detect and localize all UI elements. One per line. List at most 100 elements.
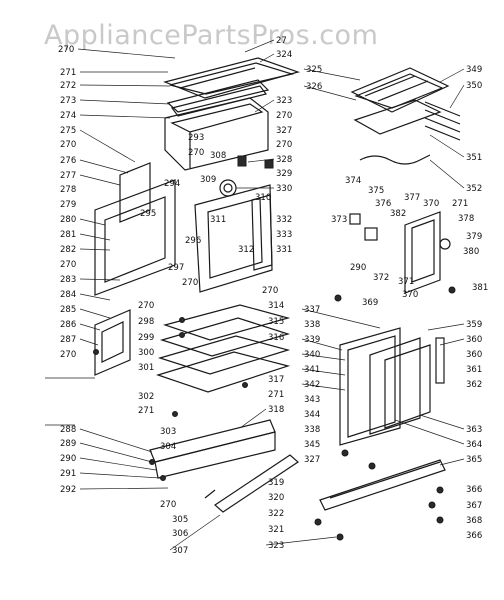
- part-label-l270c: 270: [60, 260, 76, 270]
- part-label-l329: 329: [276, 169, 292, 179]
- part-number-labels: 2702712722732742752702762772782792802812…: [58, 36, 488, 556]
- part-label-l314: 314: [268, 301, 284, 311]
- part-label-l270d: 270: [60, 350, 76, 360]
- part-label-l290a: 290: [60, 454, 76, 464]
- oven-door-frame: [194, 184, 273, 293]
- part-label-l270j: 270: [138, 301, 154, 311]
- part-label-l351: 351: [466, 153, 482, 163]
- part-label-l363: 363: [466, 425, 482, 435]
- part-label-l337: 337: [304, 305, 320, 315]
- part-label-l297: 297: [168, 263, 184, 273]
- part-label-l380: 380: [463, 247, 479, 257]
- part-label-l366b: 366: [466, 531, 482, 541]
- door-hinge-bracket: [319, 459, 446, 511]
- part-label-l349: 349: [466, 65, 482, 75]
- part-label-l369: 369: [362, 298, 378, 308]
- broiler-pan: [156, 304, 291, 393]
- part-label-l372: 372: [373, 273, 389, 283]
- control-panel-assembly: [349, 211, 451, 294]
- part-label-l289: 289: [60, 439, 76, 449]
- part-label-l360b: 360: [466, 350, 482, 360]
- part-label-l345: 345: [304, 440, 320, 450]
- part-label-l302: 302: [138, 392, 154, 402]
- part-label-l317: 317: [268, 375, 284, 385]
- part-label-l360a: 360: [466, 335, 482, 345]
- part-label-l285: 285: [60, 305, 76, 315]
- part-label-l325: 325: [306, 65, 322, 75]
- part-label-l352: 352: [466, 184, 482, 194]
- part-label-l326: 326: [306, 82, 322, 92]
- burner-tube: [204, 454, 299, 513]
- part-label-l373: 373: [331, 215, 347, 225]
- part-label-l305: 305: [172, 515, 188, 525]
- part-label-l350: 350: [466, 81, 482, 91]
- part-label-l319: 319: [268, 478, 284, 488]
- part-label-l296: 296: [185, 236, 201, 246]
- part-label-l279: 279: [60, 200, 76, 210]
- part-label-l282: 282: [60, 245, 76, 255]
- part-label-l271c: 271: [138, 406, 154, 416]
- part-label-l304: 304: [160, 442, 176, 452]
- part-label-l303: 303: [160, 427, 176, 437]
- part-label-l342: 342: [304, 380, 320, 390]
- part-label-l290b: 290: [350, 263, 366, 273]
- part-label-l364: 364: [466, 440, 482, 450]
- part-label-l274: 274: [60, 111, 76, 121]
- oven-side-panel: [94, 162, 176, 296]
- part-label-l341: 341: [304, 365, 320, 375]
- part-label-l301: 301: [138, 363, 154, 373]
- part-label-l315: 315: [268, 317, 284, 327]
- vent-trim: [166, 79, 270, 117]
- top-cover-panel: [163, 57, 300, 99]
- part-label-l306: 306: [172, 529, 188, 539]
- part-label-l277: 277: [60, 171, 76, 181]
- part-label-l310: 310: [255, 193, 271, 203]
- part-label-l382: 382: [390, 209, 406, 219]
- part-label-l368: 368: [466, 516, 482, 526]
- bake-element: [359, 154, 431, 165]
- part-label-l378: 378: [458, 214, 474, 224]
- part-label-l375: 375: [368, 186, 384, 196]
- part-label-l323: 323: [276, 96, 292, 106]
- part-label-l278: 278: [60, 185, 76, 195]
- part-label-l270a: 270: [58, 45, 74, 55]
- burner-element: [94, 309, 131, 376]
- part-label-l270i: 270: [262, 286, 278, 296]
- part-label-l283: 283: [60, 275, 76, 285]
- part-label-l291: 291: [60, 469, 76, 479]
- part-label-l343: 343: [304, 395, 320, 405]
- part-label-l338b: 338: [304, 425, 320, 435]
- part-label-l327: 327: [276, 126, 292, 136]
- part-label-l371: 371: [398, 277, 414, 287]
- part-label-l281: 281: [60, 230, 76, 240]
- part-label-l288: 288: [60, 425, 76, 435]
- fasteners: [93, 286, 456, 541]
- part-label-l331: 331: [276, 245, 292, 255]
- part-label-l323b: 323: [268, 541, 284, 551]
- part-label-l300: 300: [138, 348, 154, 358]
- part-label-l381: 381: [472, 283, 488, 293]
- part-label-l320: 320: [268, 493, 284, 503]
- part-label-l287: 287: [60, 335, 76, 345]
- part-label-l280: 280: [60, 215, 76, 225]
- part-label-l275: 275: [60, 126, 76, 136]
- part-label-l370a: 370: [423, 199, 439, 209]
- part-label-l328: 328: [276, 155, 292, 165]
- part-label-l292: 292: [60, 485, 76, 495]
- watermark-text: AppliancePartsPros.com: [44, 20, 378, 51]
- part-label-l321: 321: [268, 525, 284, 535]
- part-label-l298: 298: [138, 317, 154, 327]
- part-label-l322: 322: [268, 509, 284, 519]
- part-label-l374: 374: [345, 176, 361, 186]
- part-label-l370b: 370: [402, 290, 418, 300]
- part-label-l333: 333: [276, 230, 292, 240]
- drip-tray: [353, 99, 442, 135]
- part-label-l376: 376: [375, 199, 391, 209]
- part-label-l270f: 270: [276, 140, 292, 150]
- cooktop-grate: [350, 67, 450, 113]
- leader-lines: [45, 39, 465, 551]
- part-label-l379: 379: [466, 232, 482, 242]
- part-label-l271b: 271: [268, 390, 284, 400]
- part-label-l377: 377: [404, 193, 420, 203]
